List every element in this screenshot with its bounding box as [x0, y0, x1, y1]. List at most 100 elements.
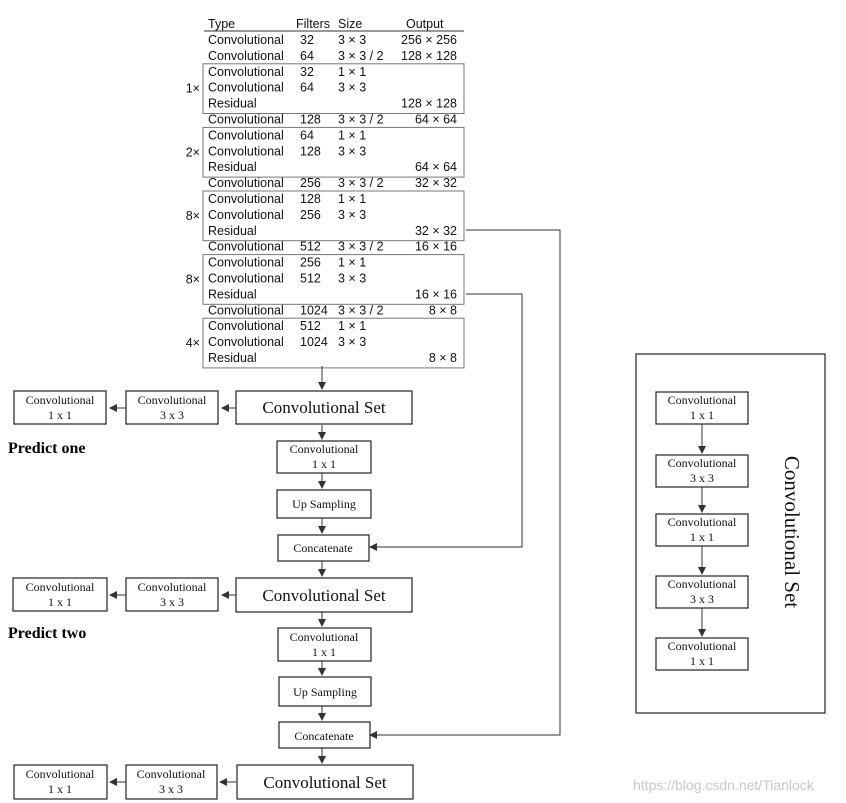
row-size: 1 × 1 [338, 256, 366, 270]
row-size: 3 × 3 [338, 272, 366, 286]
row-size: 1 × 1 [338, 319, 366, 333]
row-size: 3 × 3 / 2 [338, 303, 384, 317]
row-type: Convolutional [208, 208, 284, 222]
row-filters: 256 [300, 256, 321, 270]
row-size: 3 × 3 [338, 144, 366, 158]
conv3-box-1 [125, 390, 219, 425]
conv-set-label-3: Convolutional Set [263, 773, 387, 792]
row-type: Convolutional [208, 65, 284, 79]
skip-connection-16x16 [369, 293, 523, 551]
row-type: Convolutional [208, 128, 284, 142]
predict-two-label: Predict two [8, 625, 86, 642]
conv-1x1-box-up1 [276, 440, 372, 474]
row-output: 128 × 128 [401, 97, 457, 111]
conv1-box-1 [13, 390, 107, 425]
row-filters: 32 [300, 65, 314, 79]
table-row: Convolutional 512 3 × 3 / 2 16 × 16 [208, 240, 457, 254]
conv-set-box-2 [235, 577, 413, 613]
legend-item-box [655, 575, 749, 609]
row-type: Convolutional [208, 272, 284, 286]
row-type: Convolutional [208, 256, 284, 270]
concatenate-label-1: Concatenate [293, 541, 352, 555]
conv-1x1-box-up2 [277, 627, 372, 662]
predict-one-label: Predict one [8, 440, 85, 457]
upsampling-label-1: Up Sampling [292, 497, 356, 511]
watermark-text: https://blog.csdn.net/Tianlock [633, 777, 815, 793]
residual-group-box [202, 63, 465, 114]
row-output: 8 × 8 [429, 303, 457, 317]
header-output: Output [406, 17, 444, 31]
row-type: Residual [208, 287, 257, 301]
row-type: Convolutional [208, 192, 284, 206]
row-type: Convolutional [208, 335, 284, 349]
residual-group-box [202, 190, 465, 242]
conv-set-box-1 [235, 390, 413, 425]
row-output: 256 × 256 [401, 33, 457, 47]
row-filters: 64 [300, 81, 314, 95]
legend-item-box [655, 513, 749, 547]
row-filters: 512 [300, 240, 321, 254]
row-output: 16 × 16 [415, 240, 457, 254]
conv-set-label-2: Convolutional Set [262, 586, 386, 605]
row-size: 3 × 3 [338, 33, 366, 47]
row-filters: 256 [300, 176, 321, 190]
row-type: Convolutional [208, 33, 284, 47]
conv-set-box-3 [236, 764, 414, 800]
row-type: Residual [208, 224, 257, 238]
row-size: 3 × 3 / 2 [338, 113, 384, 127]
header-filters: Filters [296, 17, 330, 31]
upsampling-box-2 [278, 676, 372, 707]
legend-item-box [655, 391, 749, 425]
row-type: Convolutional [208, 240, 284, 254]
row-output: 32 × 32 [415, 224, 457, 238]
row-filters: 128 [300, 192, 321, 206]
concatenate-box-2 [278, 721, 371, 749]
row-type: Convolutional [208, 176, 284, 190]
conv3-box-2 [125, 577, 219, 612]
upsampling-box-1 [276, 489, 372, 519]
row-size: 3 × 3 / 2 [338, 240, 384, 254]
connections [109, 229, 561, 786]
row-type: Convolutional [208, 319, 284, 333]
repeat-count-label: 8× [186, 272, 200, 286]
row-size: 3 × 3 [338, 335, 366, 349]
row-output: 32 × 32 [415, 176, 457, 190]
darknet-table-header: Type Filters Size Output [204, 17, 464, 32]
residual-groups: 1×2×8×8×4× [186, 63, 465, 369]
row-filters: 1024 [300, 335, 328, 349]
repeat-count-label: 4× [186, 336, 200, 350]
row-size: 1 × 1 [338, 128, 366, 142]
row-filters: 512 [300, 272, 321, 286]
conv-set-label-1: Convolutional Set [262, 398, 386, 417]
legend-item-box [655, 637, 749, 671]
table-row: Residual 32 × 32 [208, 224, 457, 238]
header-type: Type [208, 17, 235, 31]
concatenate-label-2: Concatenate [294, 729, 353, 743]
conv3-box-3 [125, 764, 218, 800]
row-filters: 128 [300, 144, 321, 158]
row-type: Residual [208, 351, 257, 365]
